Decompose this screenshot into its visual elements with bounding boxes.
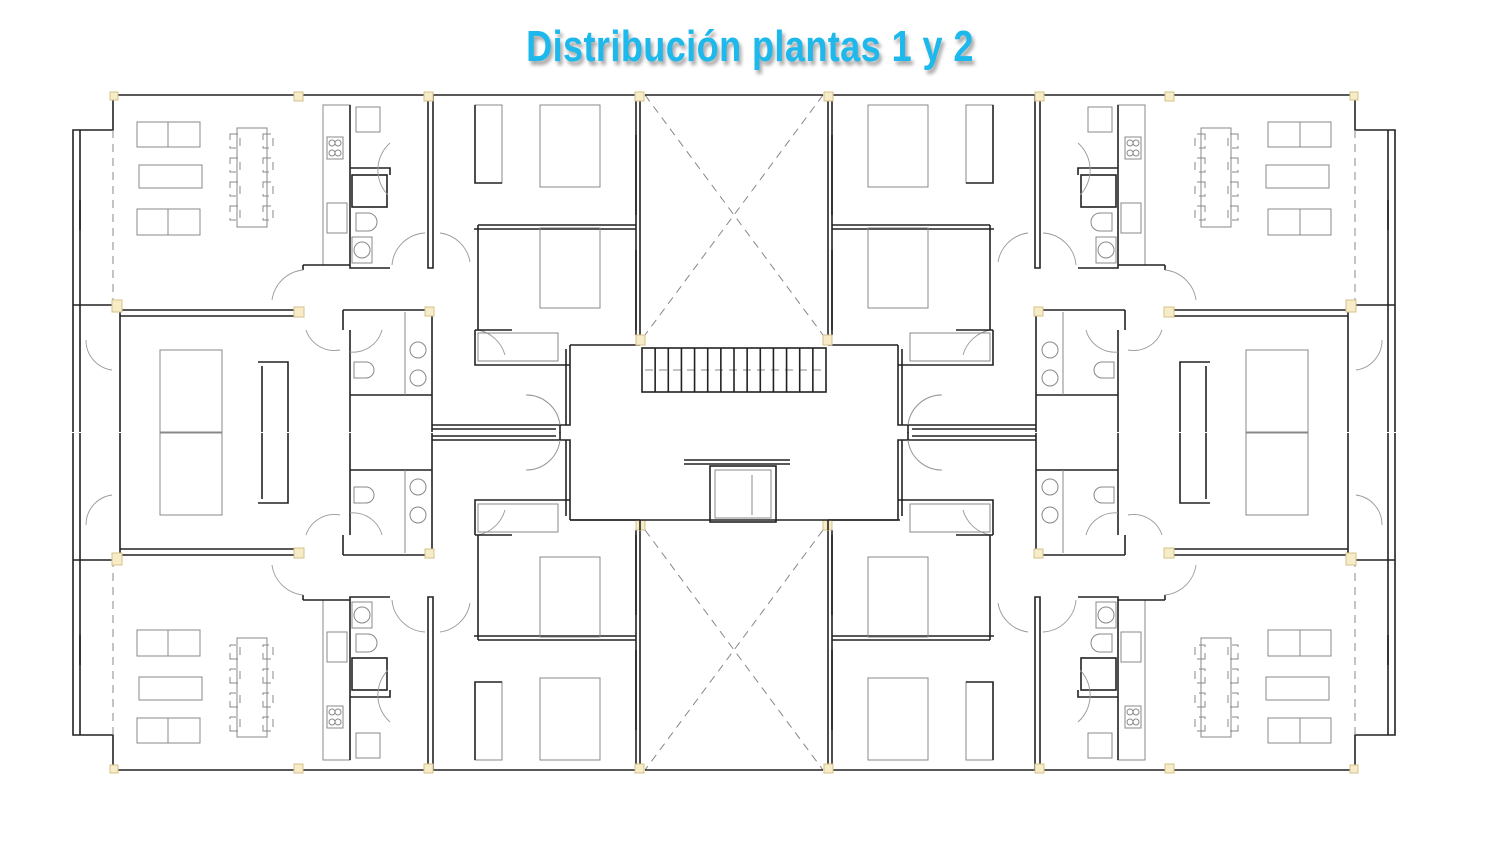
quadrant-top-right bbox=[822, 91, 1396, 471]
elevator bbox=[570, 459, 900, 530]
light-well-bottom bbox=[644, 529, 824, 771]
quadrant-bottom-left bbox=[72, 394, 646, 774]
light-well-top bbox=[644, 94, 824, 336]
staircase bbox=[641, 347, 827, 393]
quadrant-top-left bbox=[72, 91, 646, 471]
plan-title: Distribución plantas 1 y 2 bbox=[526, 22, 974, 71]
quadrant-bottom-right bbox=[822, 394, 1396, 774]
